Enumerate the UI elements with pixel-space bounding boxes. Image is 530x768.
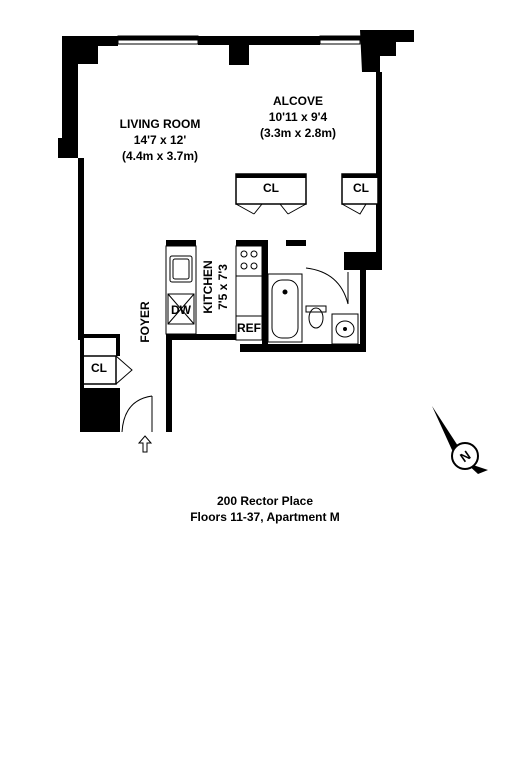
wall-foyer-right bbox=[166, 334, 172, 432]
closet-label-alcove-left: CL bbox=[263, 181, 279, 195]
kitchen-name: KITCHEN bbox=[201, 260, 215, 313]
wall-bath-bottom bbox=[240, 344, 366, 352]
entry-arrow-icon bbox=[137, 435, 153, 453]
wall-entry-block bbox=[80, 388, 120, 432]
alcove-dim-m: (3.3m x 2.8m) bbox=[260, 126, 336, 140]
closet-label-alcove-right: CL bbox=[353, 181, 369, 195]
wall-top-window-sill-2 bbox=[320, 36, 360, 40]
wall-corner-top-left bbox=[62, 36, 118, 158]
room-labels: LIVING ROOM 14'7 x 12' (4.4m x 3.7m) ALC… bbox=[91, 94, 369, 375]
stove-icon bbox=[235, 245, 263, 277]
kitchen-fixtures bbox=[165, 245, 263, 341]
sink-icon bbox=[169, 255, 193, 283]
windows bbox=[117, 35, 361, 45]
kitchen-dim-ft: 7'5 x 7'3 bbox=[216, 264, 230, 310]
wall-kitchen-top-2 bbox=[236, 240, 266, 246]
dishwasher-icon bbox=[167, 293, 195, 325]
wall-nub-left bbox=[58, 138, 68, 158]
wall-closet-top bbox=[80, 334, 118, 338]
bathroom-fixtures bbox=[267, 267, 359, 345]
wall-corner-top-right bbox=[360, 30, 414, 72]
wall-bath-right bbox=[360, 268, 366, 352]
caption-address: 200 Rector Place bbox=[216, 494, 314, 508]
kitchen-counter-right bbox=[235, 275, 263, 317]
walls bbox=[58, 30, 414, 432]
wall-closet-side bbox=[116, 334, 120, 356]
alcove-name: ALCOVE bbox=[273, 94, 323, 108]
dishwasher-label: DW bbox=[171, 303, 192, 317]
wall-top-window-sill bbox=[118, 36, 198, 40]
column-top bbox=[229, 45, 249, 65]
living-room-name: LIVING ROOM bbox=[120, 117, 201, 131]
wall-right bbox=[376, 72, 382, 268]
wall-top-middle bbox=[198, 36, 320, 45]
refrigerator-label: REF bbox=[237, 321, 261, 335]
caption-unit: Floors 11-37, Apartment M bbox=[190, 510, 340, 524]
closet-foyer bbox=[84, 355, 133, 385]
living-room-dim-m: (4.4m x 3.7m) bbox=[122, 149, 198, 163]
closet-alcove-left bbox=[235, 173, 307, 215]
bathtub-icon bbox=[267, 273, 303, 343]
kitchen-counter bbox=[165, 245, 197, 335]
foyer-name: FOYER bbox=[138, 301, 152, 343]
living-room-dim-ft: 14'7 x 12' bbox=[134, 133, 187, 147]
wall-right-corner bbox=[344, 252, 382, 270]
compass-icon: N bbox=[432, 406, 488, 474]
alcove-dim-ft: 10'11 x 9'4 bbox=[269, 110, 328, 124]
wall-kitchen-bath bbox=[262, 240, 268, 348]
bath-door-swing bbox=[305, 267, 349, 305]
bath-sink-icon bbox=[331, 313, 359, 345]
wall-entry-left bbox=[80, 334, 84, 394]
closet-label-foyer: CL bbox=[91, 361, 107, 375]
wall-left bbox=[78, 158, 84, 340]
entry-door bbox=[121, 395, 153, 433]
closet-alcove-right bbox=[341, 173, 379, 215]
refrigerator-icon bbox=[235, 315, 263, 341]
wall-kitchen-bottom bbox=[166, 334, 236, 340]
toilet-icon bbox=[308, 307, 324, 329]
wall-bath-top bbox=[286, 240, 306, 246]
wall-kitchen-top bbox=[166, 240, 196, 246]
